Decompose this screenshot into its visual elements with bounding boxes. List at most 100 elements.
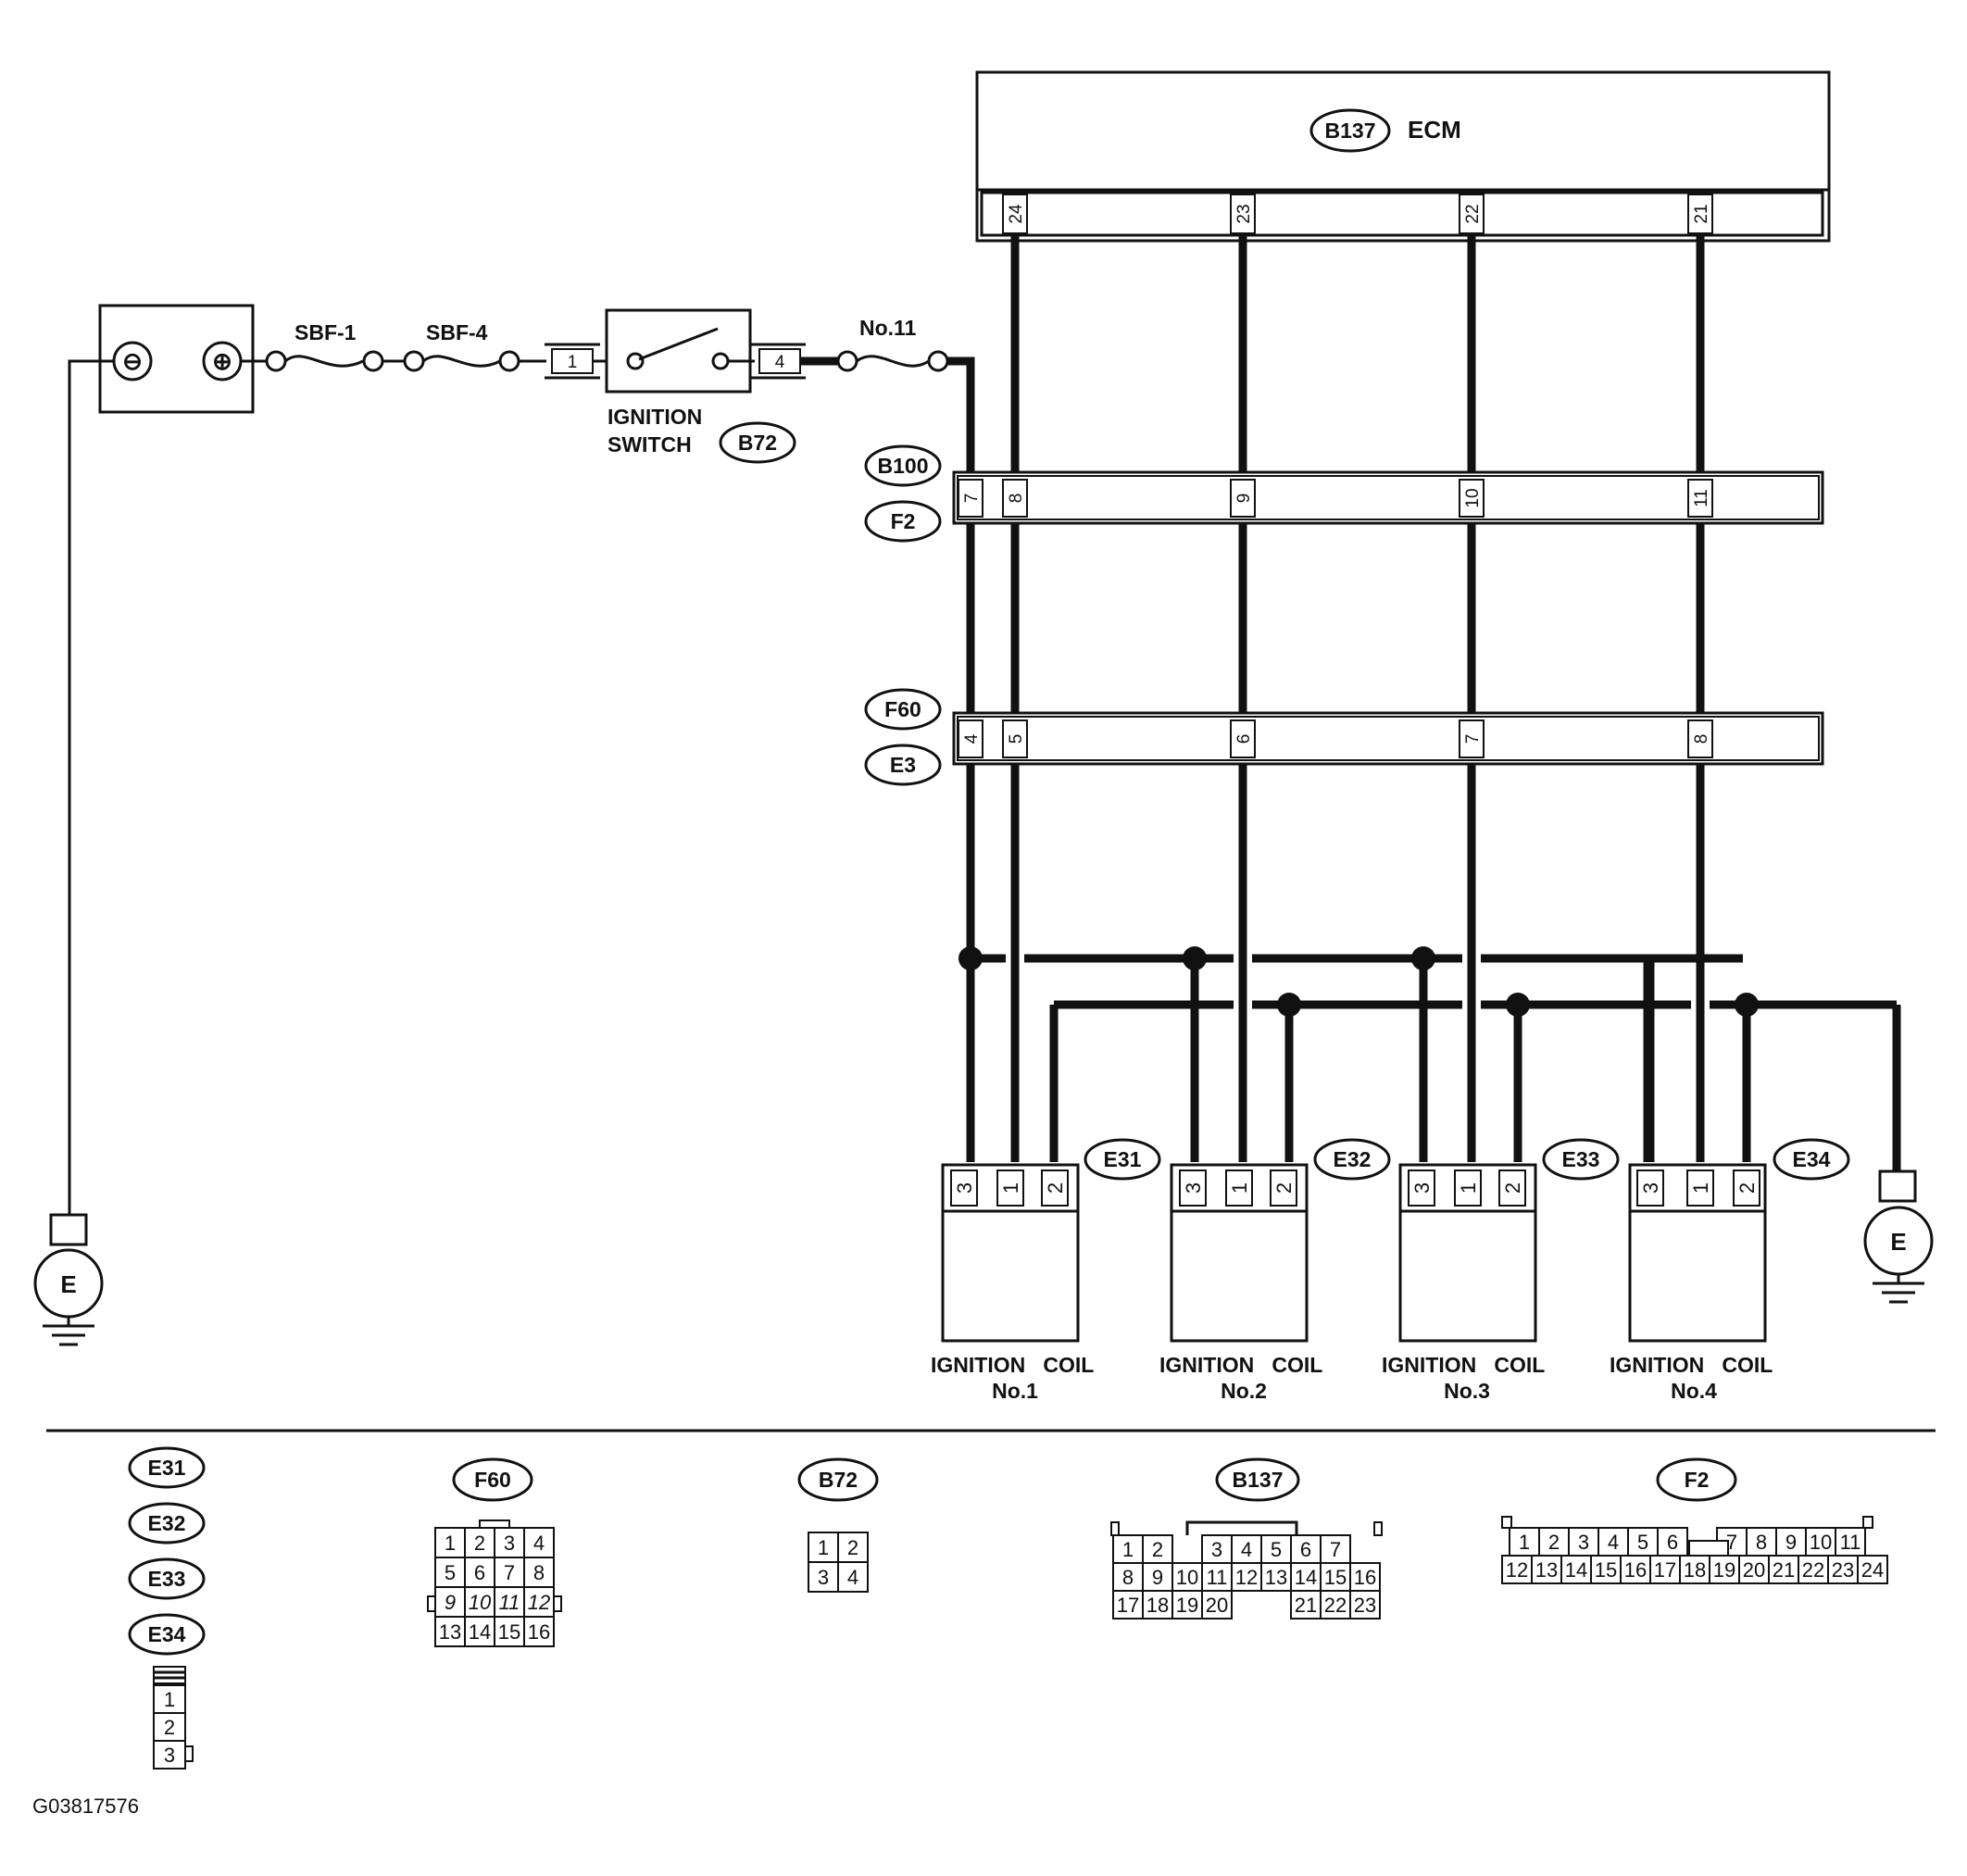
svg-text:1: 1 xyxy=(164,1688,175,1711)
svg-text:1: 1 xyxy=(568,353,578,372)
f2-pin-6: 6 xyxy=(1667,1531,1678,1554)
f60-pin-9: 9 xyxy=(445,1591,456,1614)
b137-pin-15: 15 xyxy=(1324,1566,1347,1589)
ground-symbol-left xyxy=(33,1213,104,1346)
junction-dot xyxy=(1506,993,1530,1017)
svg-text:2: 2 xyxy=(1501,1182,1524,1194)
joint2-pin-8: 8 xyxy=(1687,719,1713,758)
f2-pin-22: 22 xyxy=(1802,1558,1824,1582)
f2-pin-14: 14 xyxy=(1565,1558,1587,1582)
f2-pin-9: 9 xyxy=(1785,1531,1797,1554)
legend-b137-badge xyxy=(1215,1457,1300,1502)
battery xyxy=(98,304,255,414)
junction-dot xyxy=(1183,946,1207,970)
b137-pin-8: 8 xyxy=(1122,1566,1134,1589)
b72-pin-4: 4 xyxy=(847,1566,858,1589)
b137-pin-4: 4 xyxy=(1241,1538,1252,1561)
legend-f60-name: F60 xyxy=(474,1468,511,1492)
power-feed-wire xyxy=(947,356,975,1162)
fuse-sbf-1-label: SBF-1 xyxy=(294,320,357,344)
ecm-connector-badge xyxy=(1309,108,1391,153)
b137-pin-21: 21 xyxy=(1295,1594,1317,1617)
f60-pin-16: 16 xyxy=(528,1620,550,1644)
ecm-label: ECM xyxy=(1408,116,1461,144)
f60-pin-15: 15 xyxy=(498,1620,520,1644)
b137-pin-1: 1 xyxy=(1122,1538,1134,1561)
svg-text:E31: E31 xyxy=(148,1456,186,1480)
f2-pin-8: 8 xyxy=(1756,1531,1767,1554)
coil-4-number: No.4 xyxy=(1671,1379,1717,1403)
b137-pin-5: 5 xyxy=(1271,1538,1282,1561)
legend-b72-name: B72 xyxy=(819,1468,858,1492)
b137-pin-9: 9 xyxy=(1152,1566,1163,1589)
ignition-switch-label: IGNITION xyxy=(608,405,702,429)
joint2-pin-7: 7 xyxy=(1459,719,1485,758)
coil-2-number: No.2 xyxy=(1221,1379,1267,1403)
legend-f2-name: F2 xyxy=(1685,1468,1710,1492)
b137-pin-18: 18 xyxy=(1146,1594,1169,1617)
f60-pin-10: 10 xyxy=(469,1591,492,1614)
legend-coil-pinout: 1 2 3 xyxy=(153,1666,194,1770)
f2-pin-16: 16 xyxy=(1624,1558,1647,1582)
coil-1-connector-code: E31 xyxy=(1104,1147,1142,1171)
ignition-switch-pin-1: 1 xyxy=(545,343,600,380)
ecm-pin-22: 22 xyxy=(1459,194,1485,234)
svg-text:3: 3 xyxy=(164,1744,175,1767)
f2-pin-4: 4 xyxy=(1608,1531,1619,1554)
legend-b137-name: B137 xyxy=(1233,1468,1284,1492)
svg-text:9: 9 xyxy=(1234,494,1254,504)
f2-pin-23: 23 xyxy=(1832,1558,1854,1582)
joint2-upper-code: F60 xyxy=(884,697,921,721)
coil-4-connector-badge xyxy=(1773,1138,1850,1181)
joint2-pin-4: 4 xyxy=(958,719,984,758)
b137-pin-20: 20 xyxy=(1206,1594,1228,1617)
joint1-pin-11: 11 xyxy=(1687,479,1713,518)
svg-text:E32: E32 xyxy=(148,1511,186,1535)
coil-2-connector-code: E32 xyxy=(1334,1147,1372,1171)
b137-pin-11: 11 xyxy=(1207,1566,1228,1589)
f60-pin-7: 7 xyxy=(504,1561,515,1584)
coil-1-number: No.1 xyxy=(992,1379,1038,1403)
svg-text:3: 3 xyxy=(1182,1182,1205,1194)
b72-pin-3: 3 xyxy=(818,1566,829,1589)
joint1-pin-7: 7 xyxy=(958,479,984,518)
svg-text:5: 5 xyxy=(1007,734,1026,744)
svg-text:E34: E34 xyxy=(148,1622,186,1646)
battery-ground-wire xyxy=(68,359,114,1215)
svg-text:2: 2 xyxy=(1735,1182,1759,1194)
legend-coil-connectors: E31 E32 E33 E34 xyxy=(128,1446,206,1656)
svg-text:23: 23 xyxy=(1234,204,1254,223)
svg-text:21: 21 xyxy=(1692,204,1711,223)
ignition-coil-3: 3 1 2 xyxy=(1398,1163,1537,1343)
f2-pin-11: 11 xyxy=(1840,1531,1861,1554)
junction-dot xyxy=(1411,946,1435,970)
ignition-switch-connector-code: B72 xyxy=(738,431,777,455)
svg-text:3: 3 xyxy=(1639,1182,1662,1194)
f60-pin-12: 12 xyxy=(528,1591,550,1614)
b137-pin-6: 6 xyxy=(1300,1538,1311,1561)
fuse-sbf-4-label: SBF-4 xyxy=(426,320,488,344)
b137-pin-19: 19 xyxy=(1176,1594,1198,1617)
f60-pin-8: 8 xyxy=(533,1561,545,1584)
ground-symbol-right xyxy=(1863,1169,1934,1304)
f2-pin-12: 12 xyxy=(1506,1558,1528,1582)
fuse-no-11-label: No.11 xyxy=(859,316,917,340)
svg-text:11: 11 xyxy=(1692,489,1711,507)
ecm-connector-code: B137 xyxy=(1325,119,1376,143)
coil-3-label: IGNITION COIL xyxy=(1382,1353,1545,1377)
fuse-sbf-4 xyxy=(403,350,520,372)
joint2-lower-badge xyxy=(864,744,942,786)
coil-2-connector-badge xyxy=(1313,1138,1391,1181)
f2-pin-10: 10 xyxy=(1810,1531,1832,1554)
f60-pin-2: 2 xyxy=(474,1532,485,1555)
f2-pin-24: 24 xyxy=(1861,1558,1884,1582)
ignition-switch-pin-4: 4 xyxy=(750,343,806,380)
b137-pin-3: 3 xyxy=(1211,1538,1222,1561)
joint1-upper-badge xyxy=(864,444,942,487)
coil-3-number: No.3 xyxy=(1444,1379,1490,1403)
svg-text:2: 2 xyxy=(164,1716,175,1739)
svg-text:7: 7 xyxy=(962,494,982,504)
